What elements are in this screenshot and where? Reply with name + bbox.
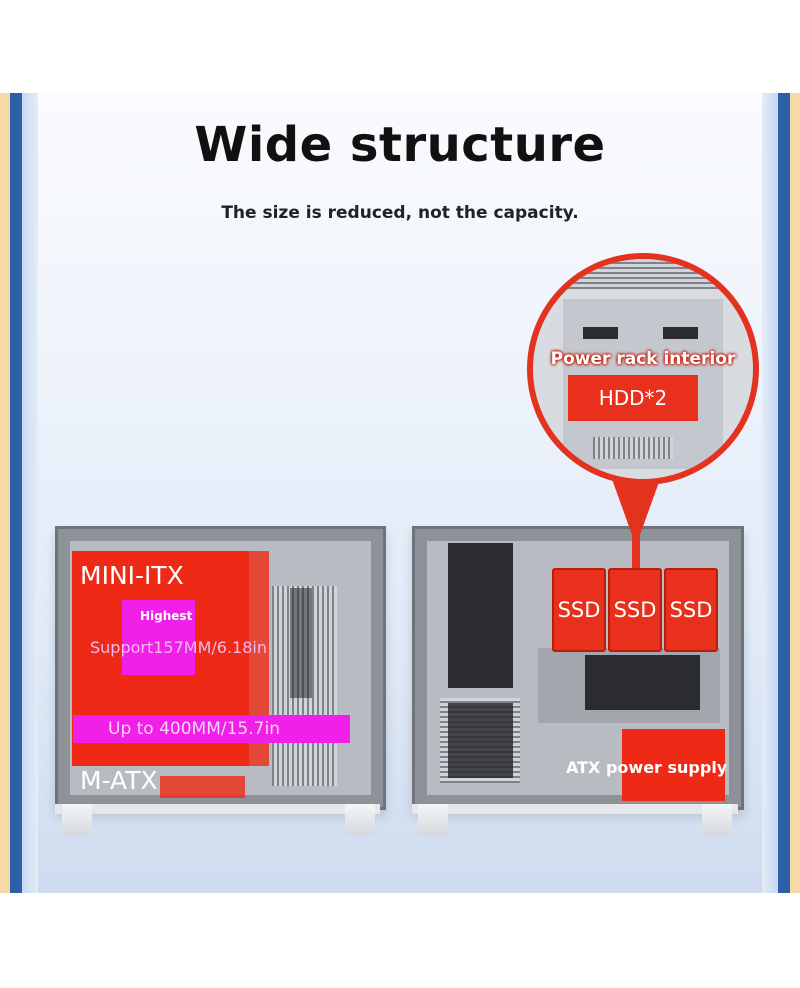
ssd-slot-1: SSD [552,568,606,652]
highest-label: Highest [140,609,193,623]
left-frame-border [0,93,38,893]
matx-slot-highlight [160,776,245,798]
page-title: Wide structure [194,117,606,173]
page-subtitle: The size is reduced, not the capacity. [221,203,579,223]
cooler-height-highlight [122,600,195,675]
matx-label: M-ATX [80,766,158,795]
psu-cavity [585,655,700,710]
product-panel: Wide structure The size is reduced, not … [0,93,800,893]
zoom-slot [663,327,698,339]
power-rack-title: Power rack interior [550,349,736,369]
case-right-base [412,804,738,814]
psu-label: ATX power supply [566,758,728,777]
case-left-foot [345,804,375,836]
hdd-label: HDD*2 [598,386,668,410]
cable-management-area [448,543,513,688]
gpu-length-label: Up to 400MM/15.7in [108,719,280,739]
ssd-slot-3: SSD [664,568,718,652]
right-frame-border [762,93,800,893]
psu-highlight [622,729,725,801]
case-left-foot [62,804,92,836]
case-right-foot [702,804,732,836]
lower-cable-area [448,703,513,778]
zoom-pointer-stem [632,533,640,568]
hdd-highlight [568,375,698,421]
motherboard-edge [249,551,269,766]
cooler-support-label: Support157MM/6.18in [90,638,267,657]
mini-itx-label: MINI-ITX [80,561,184,590]
ssd-slot-2: SSD [608,568,662,652]
zoom-vent [593,437,673,459]
case-right-foot [418,804,448,836]
gpu-length-highlight [73,715,350,743]
zoom-top-vent [533,259,753,289]
zoom-slot [583,327,618,339]
case-left-base [55,804,380,814]
power-rack-zoom: Power rack interior HDD*2 [527,253,759,485]
case-left-cables [290,588,312,698]
